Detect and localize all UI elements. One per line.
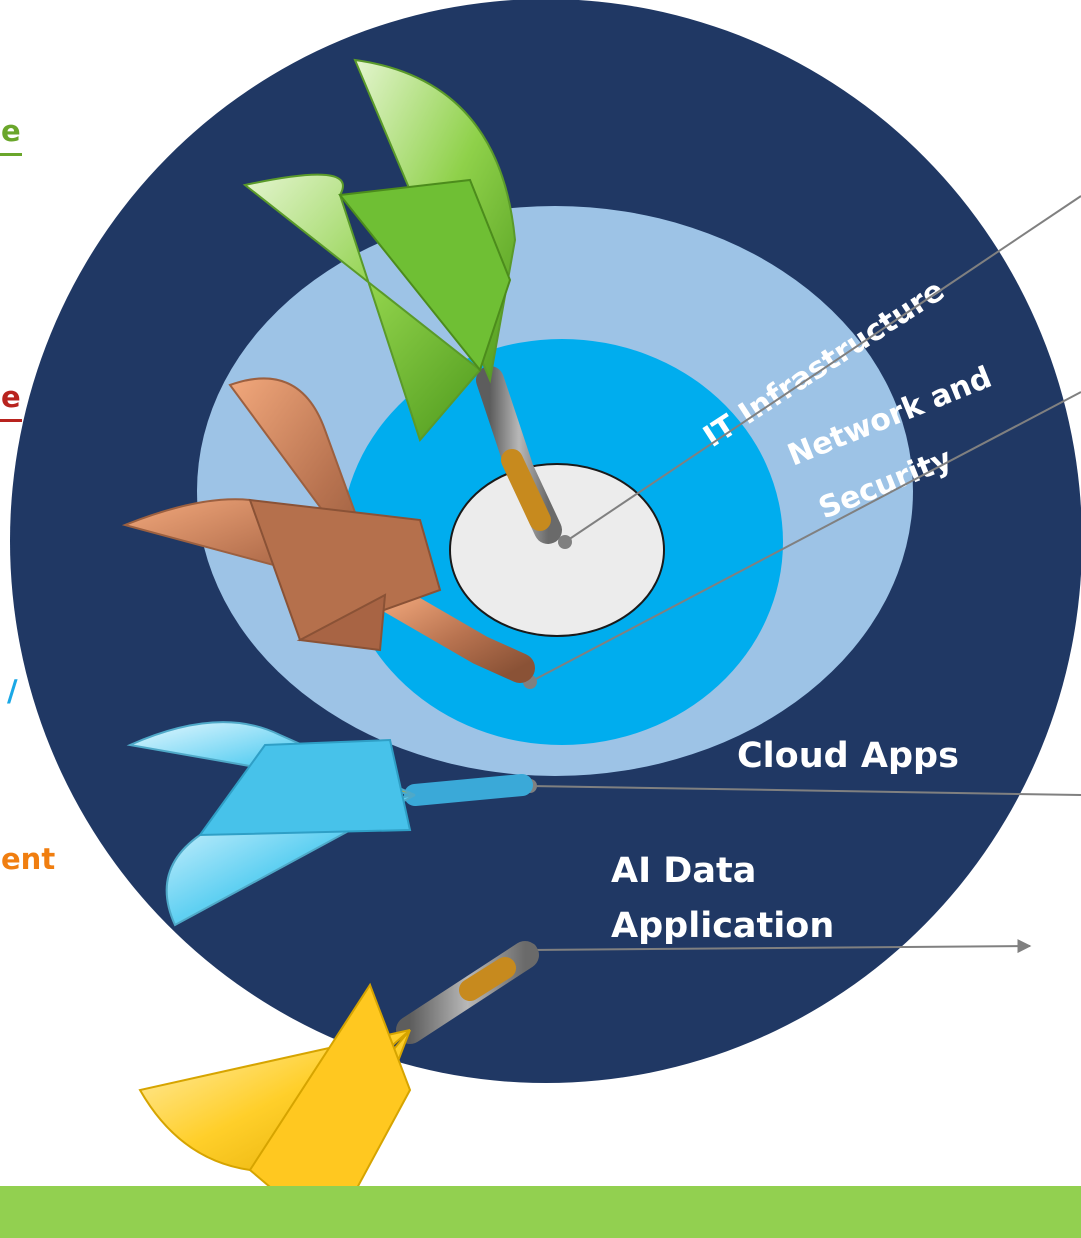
blue-dart-icon (126, 721, 533, 927)
it-infrastructure-bullseye (449, 463, 665, 637)
blue-side-label-fragment: / (7, 674, 18, 708)
green-dart-icon (242, 58, 562, 544)
network-security-leader-line (529, 391, 1081, 683)
it-infrastructure-leader-line (564, 195, 1081, 543)
cloud-apps-leader-line (529, 785, 1081, 796)
red-label-underline (0, 419, 22, 422)
ai-data-application-label-line2: Application (611, 906, 834, 946)
bottom-green-band (0, 1186, 1081, 1238)
red-side-label-fragment: e (1, 380, 21, 414)
green-label-underline (0, 153, 22, 156)
green-side-label-fragment: e (1, 114, 21, 148)
orange-side-label-fragment: ent (1, 842, 56, 876)
cloud-apps-label: Cloud Apps (737, 736, 959, 776)
ai-data-application-label-line1: AI Data (611, 851, 756, 891)
brown-dart-icon (121, 377, 535, 683)
it-infrastructure-leader-dot (558, 535, 572, 549)
ai-data-application-leader-arrow (529, 939, 1032, 954)
